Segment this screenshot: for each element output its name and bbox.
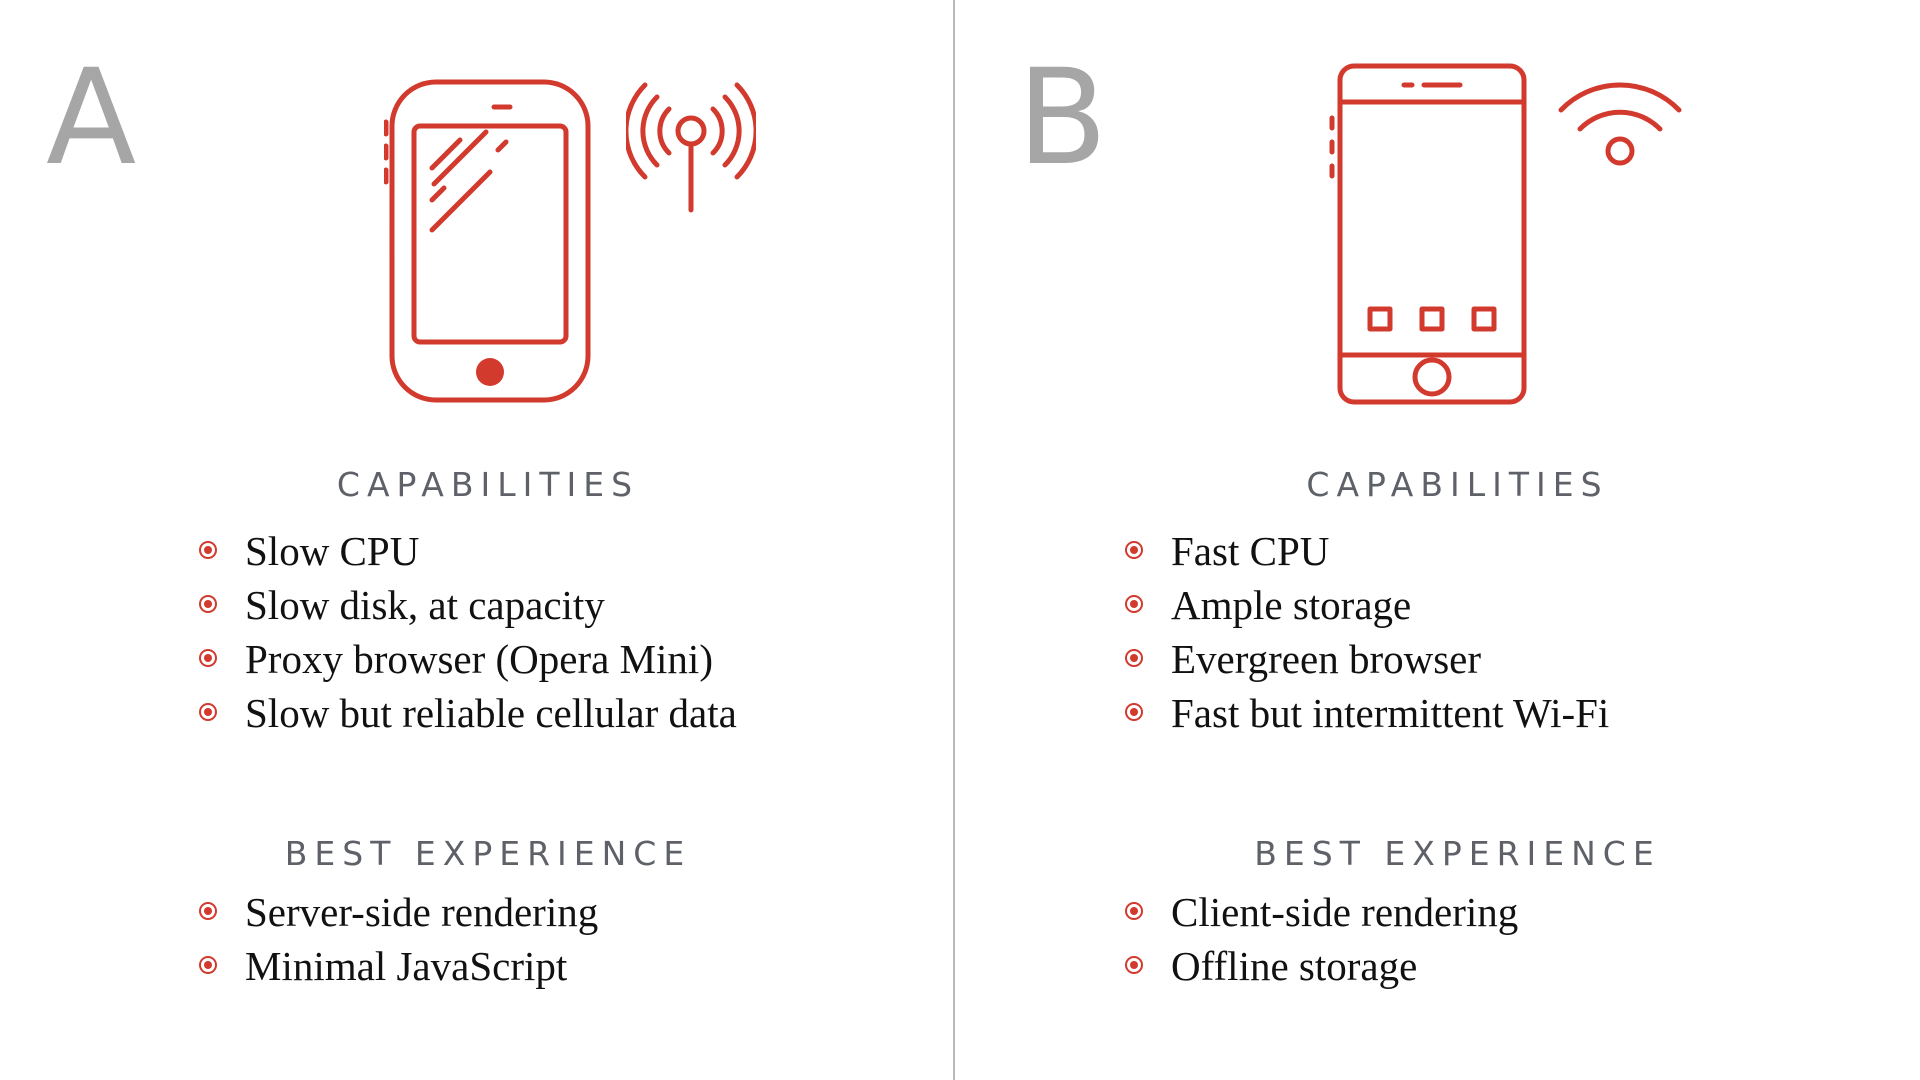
wifi-icon xyxy=(1558,82,1682,166)
best-experience-list-b: Client-side rendering Offline storage xyxy=(1125,885,1518,993)
basic-smartphone-icon xyxy=(384,79,591,403)
list-item-text: Server-side rendering xyxy=(245,889,599,935)
list-item: Fast but intermittent Wi-Fi xyxy=(1125,686,1609,740)
capabilities-list-a: Slow CPU Slow disk, at capacity Proxy br… xyxy=(199,524,737,740)
bullet-icon xyxy=(1125,541,1143,559)
bullet-icon xyxy=(1125,703,1143,721)
list-item: Minimal JavaScript xyxy=(199,939,598,993)
bullet-icon xyxy=(1125,595,1143,613)
list-item-text: Minimal JavaScript xyxy=(245,943,568,989)
list-item-text: Ample storage xyxy=(1171,582,1412,628)
panel-b: B CAPABILITIES Fast CPU Ample storage Ev… xyxy=(955,0,1908,1080)
list-item-text: Fast but intermittent Wi-Fi xyxy=(1171,690,1610,736)
list-item: Client-side rendering xyxy=(1125,885,1518,939)
list-item: Offline storage xyxy=(1125,939,1518,993)
list-item: Ample storage xyxy=(1125,578,1609,632)
bullet-icon xyxy=(199,956,217,974)
list-item: Slow disk, at capacity xyxy=(199,578,737,632)
list-item: Proxy browser (Opera Mini) xyxy=(199,632,737,686)
list-item-text: Offline storage xyxy=(1171,943,1418,989)
panel-divider xyxy=(953,0,955,1080)
capabilities-heading-a: CAPABILITIES xyxy=(336,465,640,504)
list-item: Slow but reliable cellular data xyxy=(199,686,737,740)
capabilities-list-b: Fast CPU Ample storage Evergreen browser… xyxy=(1125,524,1609,740)
bullet-icon xyxy=(1125,902,1143,920)
bullet-icon xyxy=(199,703,217,721)
bullet-icon xyxy=(199,595,217,613)
list-item-text: Client-side rendering xyxy=(1171,889,1519,935)
bullet-icon xyxy=(199,649,217,667)
best-experience-heading-b: BEST EXPERIENCE xyxy=(1254,834,1661,873)
modern-smartphone-icon xyxy=(1329,63,1527,405)
best-experience-heading-a: BEST EXPERIENCE xyxy=(284,834,692,873)
list-item: Slow CPU xyxy=(199,524,737,578)
list-item: Fast CPU xyxy=(1125,524,1609,578)
bullet-icon xyxy=(1125,956,1143,974)
capabilities-heading-b: CAPABILITIES xyxy=(1306,465,1609,504)
bullet-icon xyxy=(1125,649,1143,667)
list-item-text: Slow but reliable cellular data xyxy=(245,690,737,736)
list-item: Evergreen browser xyxy=(1125,632,1609,686)
panel-a: A CAPABILITIES Slow C xyxy=(0,0,953,1080)
list-item-text: Slow disk, at capacity xyxy=(245,582,605,628)
bullet-icon xyxy=(199,902,217,920)
list-item: Server-side rendering xyxy=(199,885,598,939)
best-experience-list-a: Server-side rendering Minimal JavaScript xyxy=(199,885,598,993)
list-item-text: Fast CPU xyxy=(1171,528,1330,574)
panel-letter-a: A xyxy=(46,41,137,195)
list-item-text: Proxy browser (Opera Mini) xyxy=(245,636,713,682)
panel-letter-b: B xyxy=(1017,41,1108,195)
list-item-text: Slow CPU xyxy=(245,528,420,574)
bullet-icon xyxy=(199,541,217,559)
list-item-text: Evergreen browser xyxy=(1171,636,1482,682)
cellular-antenna-icon xyxy=(626,82,756,213)
